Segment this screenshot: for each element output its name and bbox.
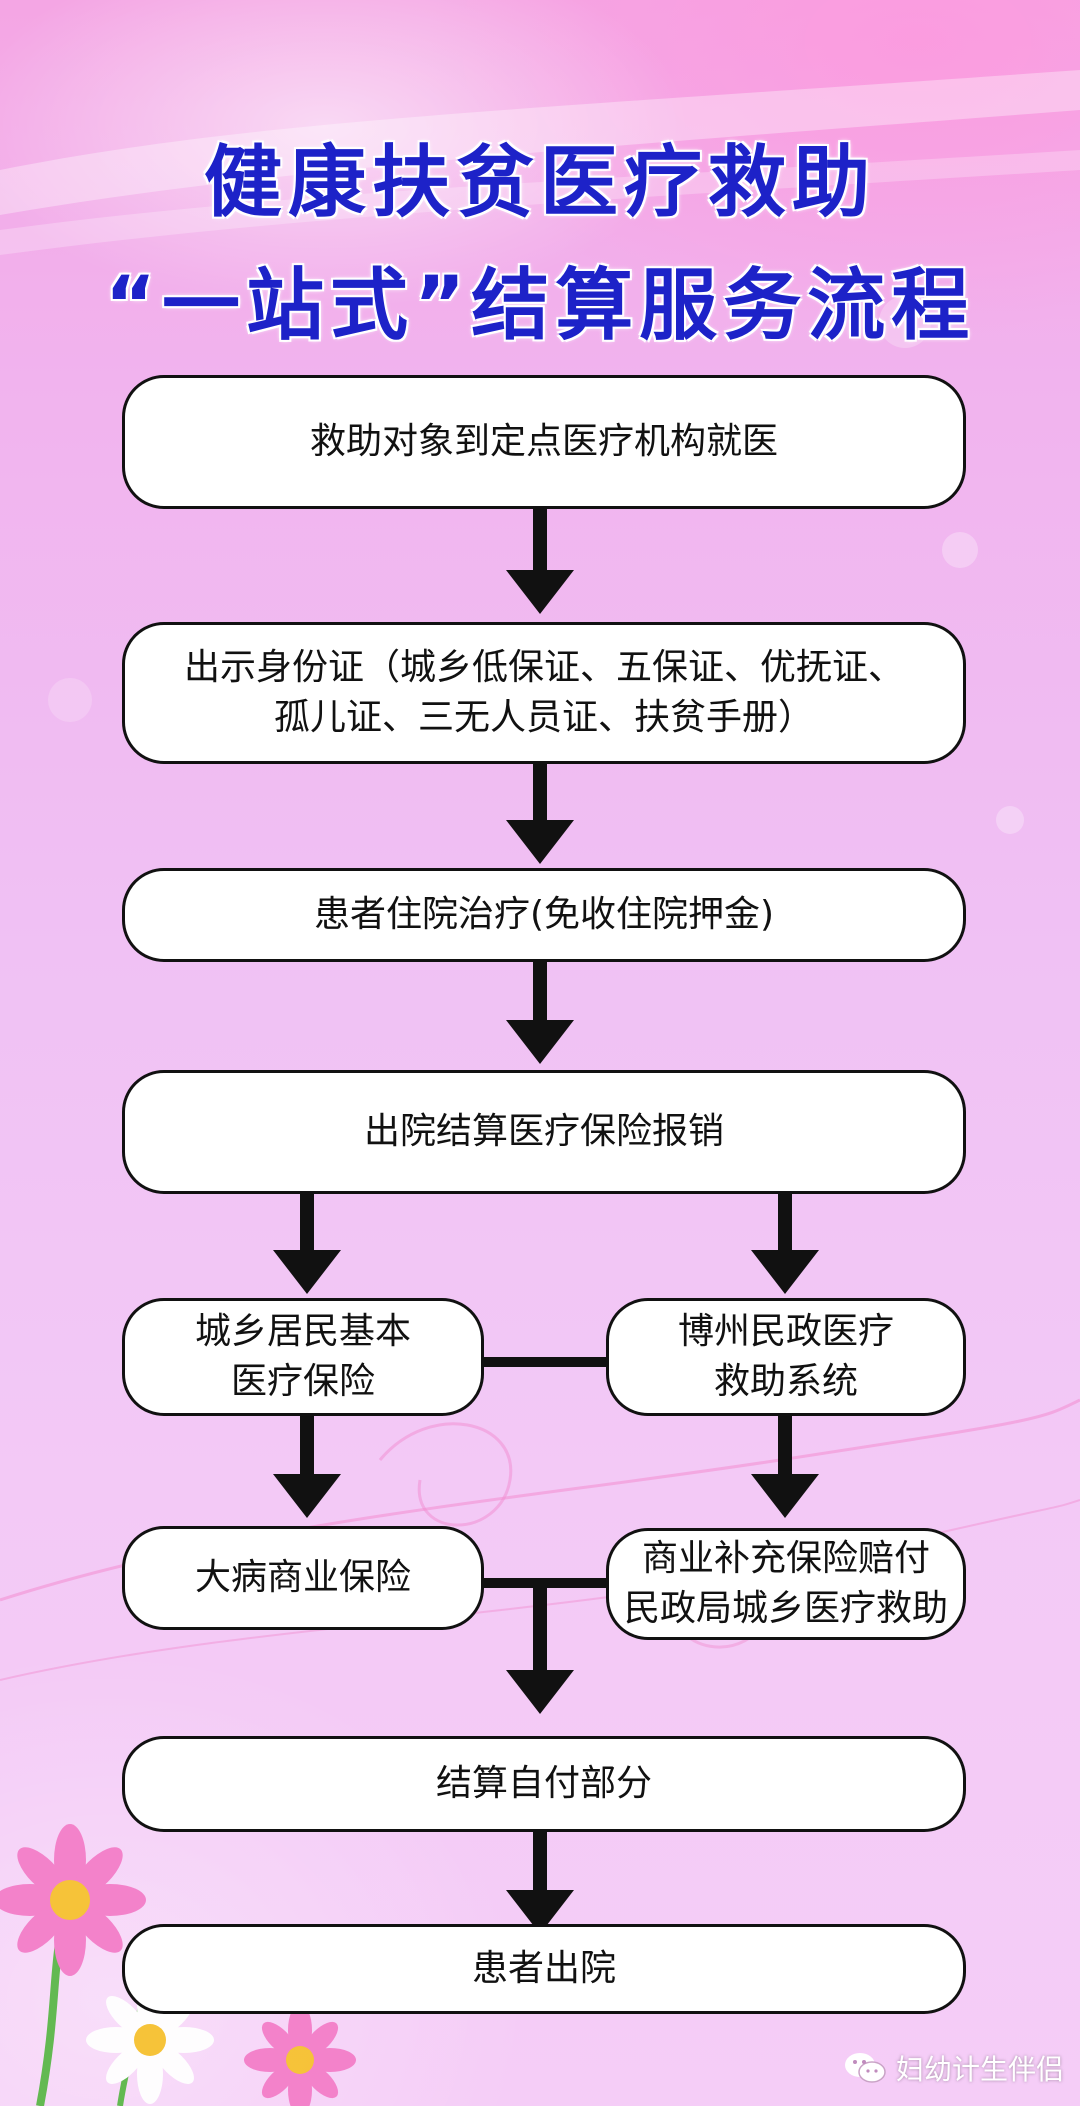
step-visit-hospital-label: 救助对象到定点医疗机构就医 xyxy=(309,421,778,462)
arrow-4r-shaft xyxy=(778,1194,792,1252)
arrow-6-shaft xyxy=(533,1583,547,1671)
arrow-5r-shaft xyxy=(778,1416,792,1476)
step-show-id-line-1: 出示身份证（城乡低保证、五保证、优抚证、 xyxy=(183,647,904,688)
title-line-1: 健康扶贫医疗救助 xyxy=(203,138,876,228)
arrow-7-shaft xyxy=(533,1832,547,1892)
step-self-pay-settlement: 结算自付部分 xyxy=(122,1736,966,1832)
step-civil-affairs-relief-line-1: 博州民政医疗 xyxy=(677,1311,894,1352)
wechat-icon xyxy=(844,2053,886,2083)
step-discharged-label: 患者出院 xyxy=(471,1948,616,1989)
step-supplementary-compensation-line-2: 民政局城乡医疗救助 xyxy=(623,1588,948,1629)
step-visit-hospital: 救助对象到定点医疗机构就医 xyxy=(122,375,966,509)
watermark: 妇幼计生伴侣 xyxy=(844,2048,1064,2088)
step-basic-medical-insurance-line-1: 城乡居民基本 xyxy=(194,1311,411,1352)
step-discharge-settlement: 出院结算医疗保险报销 xyxy=(122,1070,966,1194)
arrow-1-head xyxy=(506,570,574,614)
arrow-4l-shaft xyxy=(300,1194,314,1252)
step-civil-affairs-relief: 博州民政医疗 救助系统 xyxy=(606,1298,966,1416)
arrow-1-shaft xyxy=(533,509,547,571)
step-inpatient-label: 患者住院治疗(免收住院押金) xyxy=(313,894,775,935)
step-basic-medical-insurance: 城乡居民基本 医疗保险 xyxy=(122,1298,484,1416)
step-civil-affairs-relief-line-2: 救助系统 xyxy=(713,1361,858,1402)
title-line-2: “一站式”结算服务流程 xyxy=(104,261,976,351)
step-discharge-settlement-label: 出院结算医疗保险报销 xyxy=(363,1111,724,1152)
watermark-text: 妇幼计生伴侣 xyxy=(895,2053,1064,2086)
step-basic-medical-insurance-line-2: 医疗保险 xyxy=(230,1361,375,1402)
step-serious-illness-insurance: 大病商业保险 xyxy=(122,1526,484,1630)
arrow-3-shaft xyxy=(533,962,547,1022)
step-serious-illness-insurance-label: 大病商业保险 xyxy=(194,1557,411,1598)
step-discharged: 患者出院 xyxy=(122,1924,966,2014)
arrow-6-head xyxy=(506,1670,574,1714)
step-inpatient: 患者住院治疗(免收住院押金) xyxy=(122,868,966,962)
arrow-4l-head xyxy=(273,1250,341,1294)
step-show-id: 出示身份证（城乡低保证、五保证、优抚证、 孤儿证、三无人员证、扶贫手册） xyxy=(122,622,966,764)
arrow-4r-head xyxy=(751,1250,819,1294)
step-supplementary-compensation: 商业补充保险赔付 民政局城乡医疗救助 xyxy=(606,1528,966,1640)
step-supplementary-compensation-line-1: 商业补充保险赔付 xyxy=(641,1538,930,1579)
arrow-5r-head xyxy=(751,1474,819,1518)
arrow-2-head xyxy=(506,820,574,864)
step-self-pay-settlement-label: 结算自付部分 xyxy=(435,1763,652,1804)
arrow-5l-head xyxy=(273,1474,341,1518)
flower-decoration xyxy=(0,1824,356,2106)
arrow-5l-shaft xyxy=(300,1416,314,1476)
connector-step5 xyxy=(484,1357,606,1367)
step-show-id-line-2: 孤儿证、三无人员证、扶贫手册） xyxy=(273,697,814,738)
arrow-3-head xyxy=(506,1020,574,1064)
arrow-2-shaft xyxy=(533,764,547,822)
